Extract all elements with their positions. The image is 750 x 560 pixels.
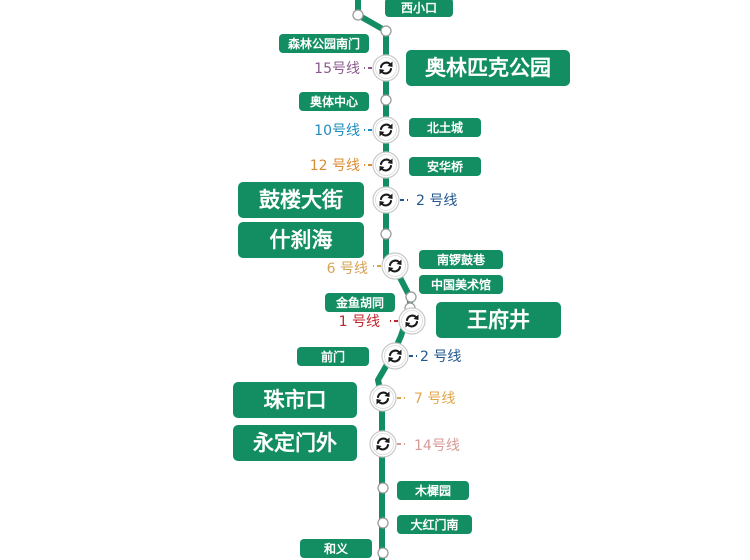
interchange-icon[interactable] xyxy=(369,384,397,412)
station-label-jinyuhutong[interactable]: 金鱼胡同 xyxy=(325,293,395,312)
transfer-line-label: 2 号线 xyxy=(420,349,462,365)
interchange-icon[interactable] xyxy=(398,307,426,335)
station-label-heyi[interactable]: 和义 xyxy=(300,539,372,558)
station-node[interactable] xyxy=(377,517,389,529)
interchange-icon[interactable] xyxy=(381,342,409,370)
station-label-qianmen[interactable]: 前门 xyxy=(297,347,369,366)
transfer-line-label: 10号线 xyxy=(314,123,360,139)
station-node[interactable] xyxy=(377,547,389,559)
station-node[interactable] xyxy=(377,482,389,494)
station-label-gulou[interactable]: 鼓楼大街 xyxy=(238,182,364,218)
transfer-line-label: 7 号线 xyxy=(414,391,456,407)
station-label-yongdingmenwai[interactable]: 永定门外 xyxy=(233,425,357,461)
station-label-wangfujing[interactable]: 王府井 xyxy=(436,302,561,338)
station-label-meishuguan[interactable]: 中国美术馆 xyxy=(419,275,503,294)
station-label-aolinpike[interactable]: 奥林匹克公园 xyxy=(406,50,570,86)
transfer-line-label: 6 号线 xyxy=(326,261,368,277)
interchange-icon[interactable] xyxy=(372,151,400,179)
station-node[interactable] xyxy=(405,291,417,303)
interchange-icon[interactable] xyxy=(372,54,400,82)
interchange-icon[interactable] xyxy=(369,430,397,458)
station-node[interactable] xyxy=(352,9,364,21)
transfer-line-label: 1 号线 xyxy=(338,314,380,330)
station-label-aotizhongxin[interactable]: 奥体中心 xyxy=(299,92,369,111)
interchange-icon[interactable] xyxy=(372,116,400,144)
line-route xyxy=(355,0,413,560)
transfer-line-label: 15号线 xyxy=(314,61,360,77)
transfer-line-label: 14号线 xyxy=(414,438,460,454)
station-label-senlingongyuan[interactable]: 森林公园南门 xyxy=(279,34,369,53)
station-label-xixiaokou[interactable]: 西小口 xyxy=(385,0,453,17)
station-label-anhuaqiao[interactable]: 安华桥 xyxy=(409,157,481,176)
interchange-icon[interactable] xyxy=(372,186,400,214)
station-node[interactable] xyxy=(380,94,392,106)
station-node[interactable] xyxy=(380,228,392,240)
station-label-dahongmen[interactable]: 大红门南 xyxy=(397,515,472,534)
transfer-line-label: 12 号线 xyxy=(309,158,360,174)
transfer-line-label: 2 号线 xyxy=(416,193,458,209)
station-label-muxiyuan[interactable]: 木樨园 xyxy=(397,481,469,500)
station-label-shichahai[interactable]: 什刹海 xyxy=(238,222,364,258)
station-node[interactable] xyxy=(380,25,392,37)
station-label-nanluoguxiang[interactable]: 南锣鼓巷 xyxy=(419,250,503,269)
station-label-beitucheng[interactable]: 北土城 xyxy=(409,118,481,137)
station-label-zhushikou[interactable]: 珠市口 xyxy=(233,382,357,418)
interchange-icon[interactable] xyxy=(381,252,409,280)
